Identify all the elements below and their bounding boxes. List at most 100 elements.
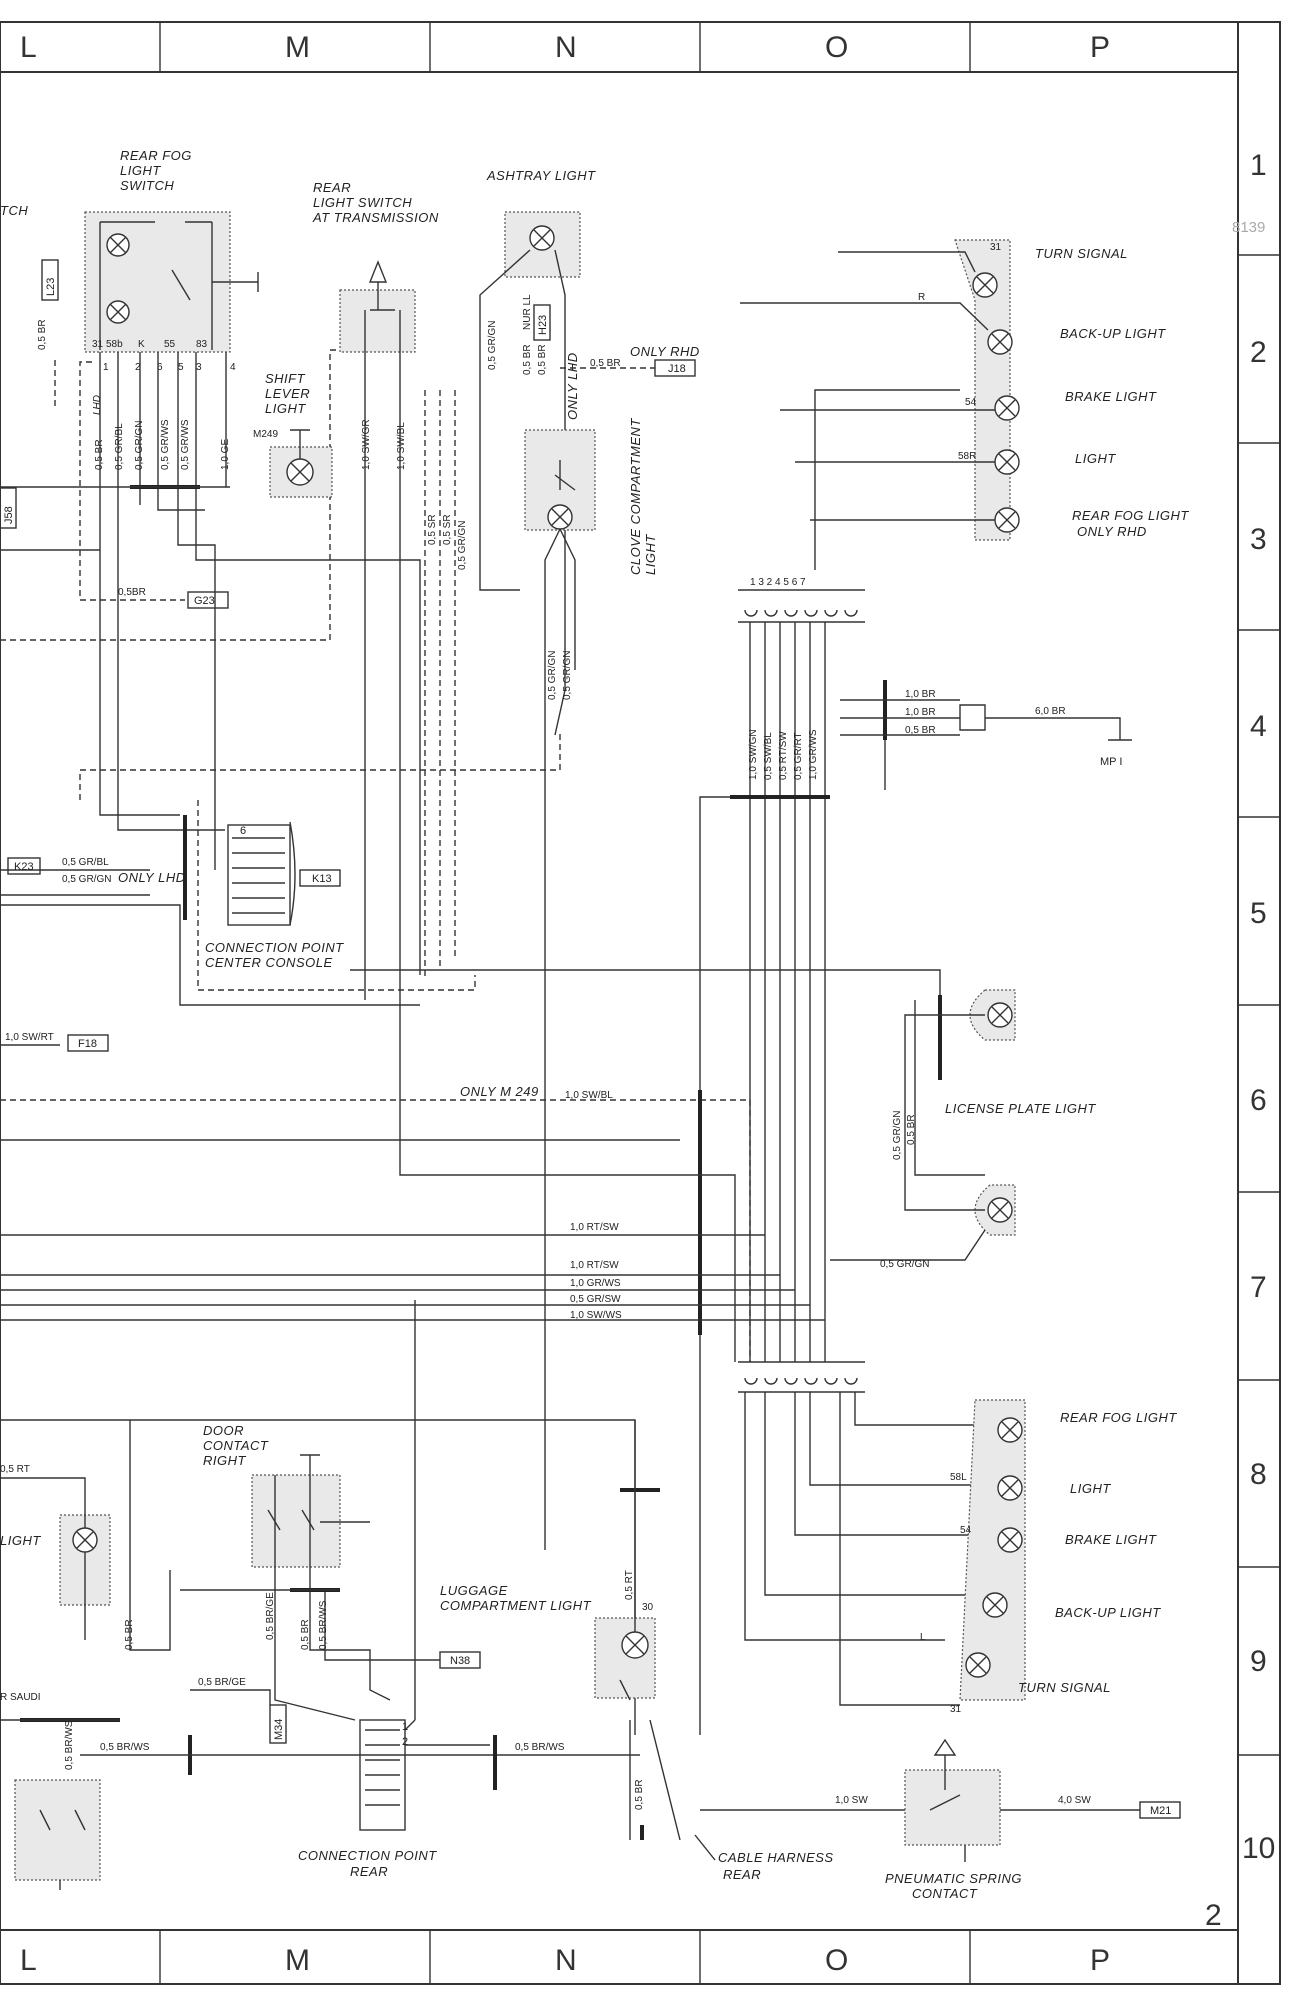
tag-m34 (269, 1704, 287, 1744)
wire-label: 0,5 BR/GE (198, 1677, 246, 1688)
wire-label: 0,5 SR (427, 514, 438, 545)
tag-k23-label: K23 (14, 861, 34, 873)
col-label-bottom: P (1090, 1944, 1110, 1977)
tag-n38-label: N38 (450, 1655, 470, 1667)
row-label: 9 (1250, 1645, 1267, 1678)
wire-label: 0,5 SR (442, 514, 453, 545)
col-label-top: O (825, 31, 848, 64)
pin-54: 54 (960, 1525, 972, 1536)
tag-m21-label: M21 (1150, 1805, 1171, 1817)
light-top-label: LIGHT (1075, 451, 1116, 466)
only-m249-label: ONLY M 249 (460, 1084, 539, 1099)
turn-signal-bottom-label: TURN SIGNAL (1018, 1680, 1111, 1695)
pin-58l: 58L (950, 1472, 967, 1483)
pin-31: 31 (92, 339, 104, 350)
brake-light-top-label: BRAKE LIGHT (1065, 389, 1157, 404)
wire-label: 4,0 SW (1058, 1795, 1091, 1806)
wire-label: 0,5 GR/GN (457, 521, 468, 570)
light-partial-label: LIGHT (0, 1533, 41, 1548)
wire-label: 0,5 BR (37, 319, 48, 350)
rear-fog-light-bottom-label: REAR FOG LIGHT (1060, 1410, 1177, 1425)
wire-label: 1,0 SW/GN (748, 729, 759, 780)
connector-top (738, 589, 865, 623)
wire-label: 0,5 RT/SW (778, 731, 789, 780)
pin-54: 54 (965, 397, 977, 408)
pin-31: 31 (990, 242, 1002, 253)
shift-lever-code: M249 (253, 429, 278, 440)
wire-label: 0,5 GR/BL (62, 857, 109, 868)
wire-label: 1,0 SW/BL (396, 422, 407, 470)
pin-58b: 58b (106, 339, 123, 350)
tag-l23-label: L23 (45, 278, 57, 296)
tag-h23-label: H23 (537, 315, 549, 335)
wire-label: 0,5 GR/GN (892, 1111, 903, 1160)
wire-label: 0,5 BR (906, 1114, 917, 1145)
pin-30: 30 (642, 1602, 654, 1613)
col-label-bottom: L (20, 1944, 37, 1977)
wire-label: 1,0 SW (835, 1795, 868, 1806)
wire-label: 0,5 SW/BL (763, 732, 774, 780)
only-lhd-a: ONLY LHD (565, 352, 580, 420)
wire-label: 0,5 GR/SW (570, 1294, 621, 1305)
row-label: 1 (1250, 149, 1267, 182)
tag-k13 (299, 869, 341, 887)
glove-compartment-light (524, 429, 596, 1550)
wire-label: 1,0 RT/SW (570, 1222, 619, 1233)
wire-label: 1,0 RT/SW (570, 1260, 619, 1271)
lhd-label: LHD (92, 395, 103, 415)
pin-3: 3 (196, 362, 202, 373)
tag-j18-label: J18 (668, 363, 686, 375)
col-label-top: N (555, 31, 577, 64)
pin-l: L (920, 1632, 926, 1643)
wire-label: 1,0 BR (905, 689, 936, 700)
rear-pin: 2 (402, 1736, 408, 1748)
glove-compartment-label: CLOVE COMPARTMENTLIGHT (628, 418, 658, 575)
wire-label: 0,5 BR (522, 344, 533, 375)
connector-top-pins: 1 3 2 4 5 6 7 (750, 577, 806, 588)
wire-label: 0,5 BR/WS (100, 1742, 150, 1753)
tag-k13-label: K13 (312, 873, 332, 885)
pneumatic-spring-contact (904, 1738, 1140, 1862)
wire-label: 1,0 GR/WS (570, 1278, 621, 1289)
luggage-compartment-light (493, 1420, 910, 1841)
switch-label-partial: TCH (0, 203, 28, 218)
wire-label: 1,0 SW/WS (570, 1310, 622, 1321)
row-label: 3 (1250, 523, 1267, 556)
ashtray-light-label: ASHTRAY LIGHT (486, 168, 596, 183)
wire-label: 0,5 GR/GN (562, 651, 573, 700)
license-plate-light (830, 989, 1016, 1261)
tag-g23 (187, 591, 229, 609)
col-label-bottom: M (285, 1944, 310, 1977)
wire-label: 0,5 GR/GN (134, 421, 145, 470)
wire-label: 0,5 GR/GN (547, 651, 558, 700)
row-label: 7 (1250, 1271, 1267, 1304)
wire-label: 0,5 GR/RT (793, 732, 804, 780)
wire-label: 1,0 SW/RT (5, 1032, 54, 1043)
only-lhd-b: ONLY LHD (118, 870, 186, 885)
brake-light-bottom-label: BRAKE LIGHT (1065, 1532, 1157, 1547)
left-door-contact (14, 1779, 101, 1890)
row-label: 8 (1250, 1458, 1267, 1491)
wire-label: 1,0 GR/WS (808, 729, 819, 780)
tag-l23 (41, 259, 59, 301)
wire-label: 1,0 SW/GR (361, 419, 372, 470)
backup-light-top-label: BACK-UP LIGHT (1060, 326, 1166, 341)
row-label: 4 (1250, 710, 1267, 743)
pin-55: 55 (164, 339, 176, 350)
pin-1: 1 (103, 362, 109, 373)
tag-m34-label: M34 (273, 1719, 285, 1740)
connector-top-wires (699, 622, 830, 1735)
wire-label: 0,5 BR (300, 1619, 311, 1650)
wire-label: 0,5 GR/GN (62, 874, 111, 885)
wire-label: 1,0 SW/BL (565, 1090, 613, 1101)
tag-h23 (533, 304, 551, 341)
rear-light-cluster-bottom (959, 1399, 1026, 1701)
col-label-top: P (1090, 31, 1110, 64)
